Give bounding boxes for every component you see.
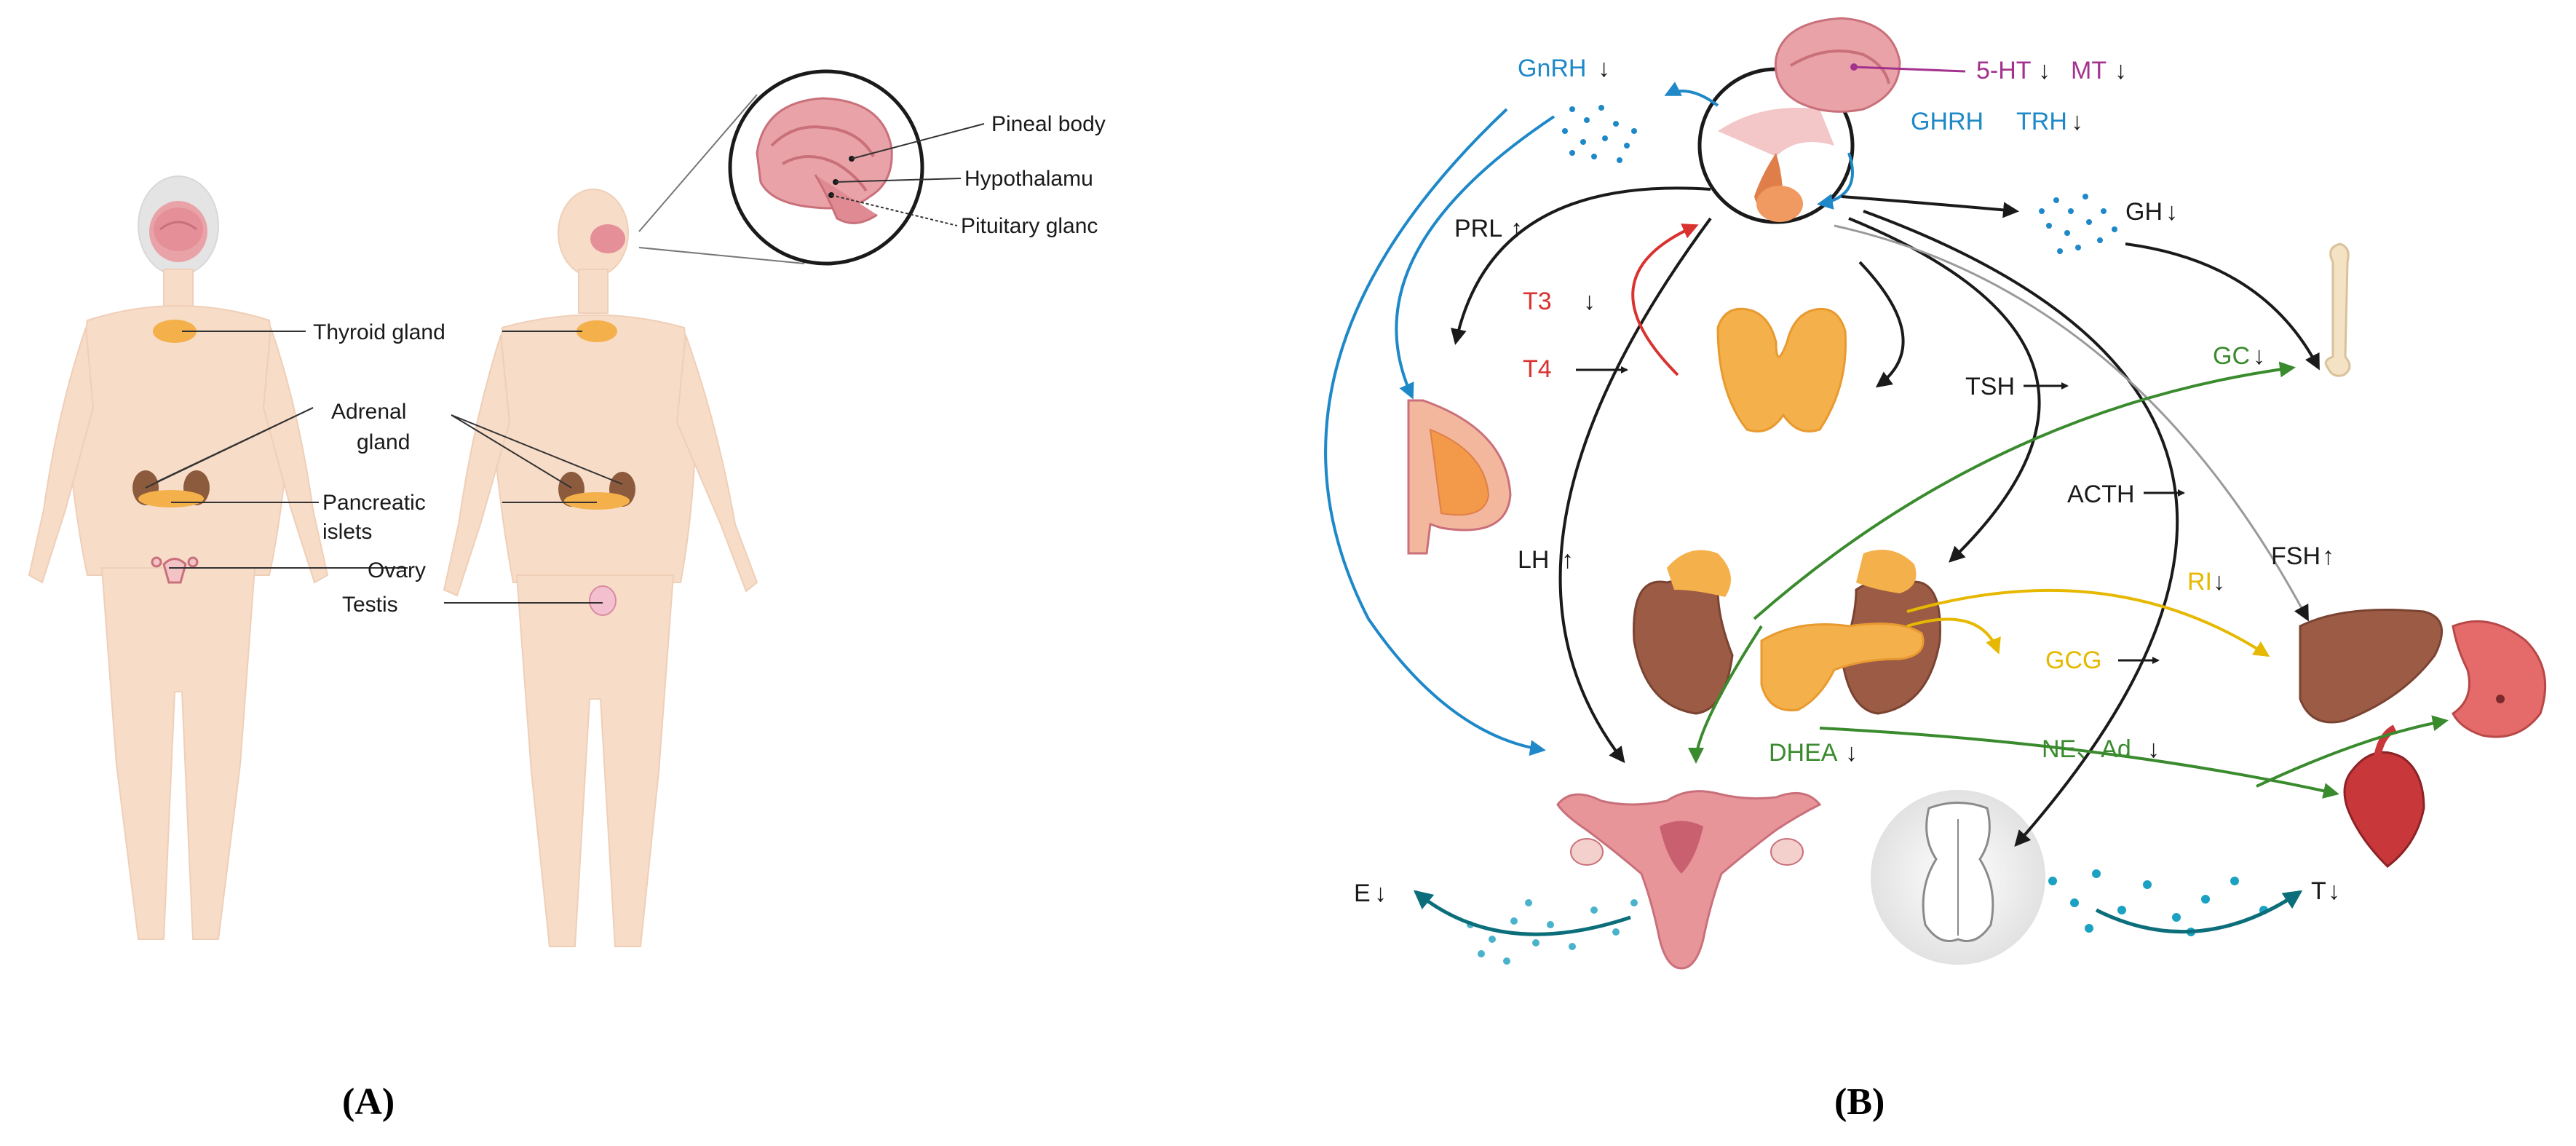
label-ghrh: GHRH	[1911, 108, 1983, 135]
panel-a-label: (A)	[342, 1081, 395, 1123]
label-5ht: 5-HT	[1976, 57, 2032, 84]
label-adrenal-line1: Adrenal	[331, 400, 406, 424]
ri-down-arrow: ↓	[2213, 568, 2225, 596]
lh-up-arrow: ↑	[1561, 546, 1574, 574]
5ht-down-arrow: ↓	[2038, 57, 2050, 84]
label-pancreatic-line2: islets	[322, 520, 372, 544]
male-thyroid-icon	[576, 320, 617, 342]
panel-b-label: (B)	[1834, 1081, 1885, 1123]
label-ri: RI	[2187, 568, 2212, 596]
label-mt: MT	[2071, 57, 2107, 84]
breast-icon	[1407, 399, 1512, 555]
label-gc: GC	[2213, 342, 2250, 370]
label-acth: ACTH	[2067, 481, 2135, 508]
brain-icon	[1774, 17, 1966, 113]
e-down-arrow: ↓	[1374, 880, 1387, 907]
label-adrenal-line2: gland	[357, 430, 410, 454]
ovary-icon	[151, 556, 199, 584]
testis-icon	[589, 585, 617, 616]
arrows	[1324, 82, 2449, 936]
label-gh: GH	[2125, 198, 2163, 226]
label-testis: Testis	[342, 593, 398, 617]
male-body-icon	[443, 189, 758, 947]
gh-dots-icon	[2039, 194, 2117, 254]
liver-icon	[2299, 609, 2444, 724]
testosterone-dots-icon	[2048, 869, 2268, 936]
male-brain-icon	[590, 224, 625, 253]
estrogen-dots-icon	[1467, 899, 1638, 965]
mt-down-arrow: ↓	[2115, 57, 2127, 84]
label-thyroid-gland: Thyroid gland	[313, 320, 445, 344]
label-ovary: Ovary	[368, 558, 426, 582]
heart-icon	[2343, 724, 2425, 868]
trh-down-arrow: ↓	[2071, 108, 2083, 135]
label-gcg: GCG	[2045, 647, 2101, 674]
gnrh-down-arrow: ↓	[1598, 55, 1610, 82]
gnrh-dots-icon	[1562, 105, 1637, 163]
panel-b: GnRH ↓ 5-HT ↓ MT ↓ GHRH TRH ↓ PRL ↑ GH ↓…	[1324, 17, 2547, 1123]
label-lh: LH	[1518, 546, 1549, 574]
male-adrenal-icon	[558, 472, 635, 510]
right-arrows	[1576, 366, 2185, 664]
fsh-up-arrow: ↑	[2322, 542, 2334, 570]
label-t4: T4	[1523, 355, 1552, 383]
t-down-arrow: ↓	[2328, 877, 2340, 905]
female-body-icon	[28, 175, 329, 940]
female-thyroid-icon	[153, 320, 197, 343]
ne-ad-down-arrow: ↓	[2147, 735, 2160, 763]
label-fsh: FSH	[2271, 542, 2321, 570]
female-brain-icon	[154, 208, 203, 251]
kidney-left-icon	[1633, 550, 1734, 715]
dhea-down-arrow: ↓	[1845, 739, 1858, 767]
prl-up-arrow: ↑	[1510, 215, 1523, 242]
label-pituitary-gland: Pituitary glanc	[961, 214, 1098, 238]
thyroid-icon	[1716, 307, 1847, 432]
leader-lines-a	[145, 123, 985, 604]
label-e: E	[1354, 880, 1371, 907]
label-pineal-body: Pineal body	[991, 112, 1106, 136]
gh-down-arrow: ↓	[2165, 198, 2178, 226]
label-ne-ad: NE、Ad	[2042, 735, 2131, 763]
uterus-icon	[1556, 790, 1822, 970]
label-prl: PRL	[1454, 215, 1502, 242]
bone-icon	[2324, 242, 2351, 377]
label-hypothalamus: Hypothalamu	[964, 167, 1093, 191]
pancreas-icon	[1760, 623, 1925, 712]
label-pancreatic-line1: Pancreatic	[322, 491, 426, 515]
label-gnrh: GnRH	[1518, 55, 1586, 82]
brain-zoom-inset	[638, 69, 924, 266]
label-tsh: TSH	[1965, 373, 2015, 400]
label-trh: TRH	[2016, 108, 2067, 135]
gc-down-arrow: ↓	[2253, 342, 2265, 370]
stomach-icon	[2452, 620, 2547, 738]
testis-b-icon	[1871, 790, 2045, 965]
label-t3: T3	[1523, 288, 1552, 315]
t3-down-arrow: ↓	[1583, 288, 1596, 315]
label-t: T	[2311, 877, 2326, 905]
label-dhea: DHEA	[1769, 739, 1838, 767]
panel-a: Pineal body Hypothalamu Pituitary glanc …	[28, 69, 1106, 1123]
